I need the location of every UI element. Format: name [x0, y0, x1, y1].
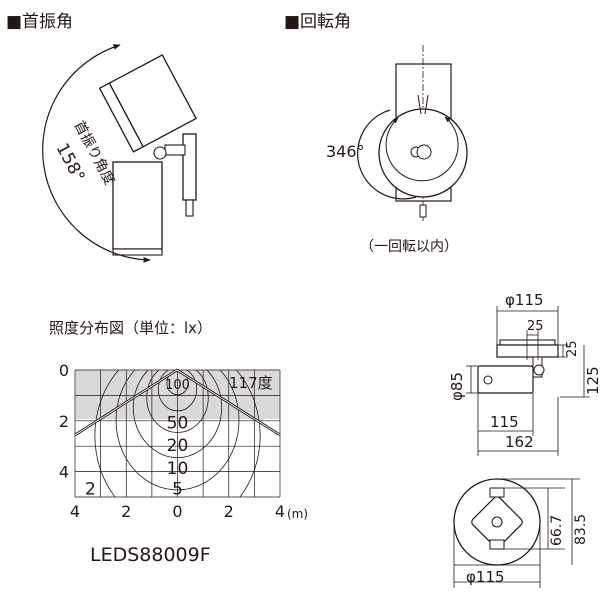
dim-lamp-diameter: φ85 [448, 372, 466, 401]
lamp-head-lowered [112, 161, 163, 250]
isolux-label: 5 [172, 479, 183, 499]
dim-diameter-bottom: φ115 [466, 568, 505, 586]
stop-mark-right [424, 94, 429, 115]
arm [164, 144, 186, 156]
dim-total-height: 125 [584, 366, 600, 395]
beam-angle-label: 117度 [229, 374, 273, 392]
isolux-label: 10 [167, 459, 189, 479]
dim-base-height: 25 [565, 340, 580, 357]
side-dimension-drawing: φ115 25 25 125 φ85 115 162 [448, 291, 600, 456]
isolux-contours [94, 370, 261, 497]
x-tick-label: 2 [224, 502, 234, 521]
chart-grid [74, 369, 281, 498]
dim-total-length: 162 [505, 433, 534, 451]
isolux-contour-2 [94, 370, 261, 497]
isolux-contour-50 [157, 370, 198, 412]
mount-base [496, 344, 559, 358]
isolux-label: 20 [167, 436, 189, 456]
screw-top [489, 487, 505, 498]
disc-rim [357, 109, 417, 200]
front-dimension-lines [453, 478, 580, 588]
isolux-label-group: 100 50 20 105 2 [85, 378, 190, 499]
dimension-lines [466, 306, 590, 456]
wall-plate [182, 133, 197, 201]
y-tick-label: 2 [59, 412, 69, 431]
dim-lamp-length: 115 [490, 413, 519, 431]
y-tick-label: 0 [59, 361, 69, 380]
mount-bracket-top [499, 339, 556, 346]
x-tick-label: 2 [121, 502, 131, 521]
x-tick-label: 4 [275, 502, 285, 521]
cable-outlet [185, 199, 194, 217]
dim-diameter-top: φ115 [505, 291, 544, 309]
front-dimension-drawing: 66.7 83.5 φ115 [453, 478, 589, 588]
cable-stub [419, 204, 427, 218]
x-tick-label: 4 [70, 502, 80, 521]
lamp-lens-side [483, 375, 493, 385]
x-axis-ticks: 4 2 0 2 4 [70, 502, 285, 521]
dim-arm-width: 25 [527, 319, 544, 334]
model-number: LEDS88009F [90, 544, 211, 566]
pivot-side [533, 364, 545, 376]
lamp-lens [112, 248, 163, 256]
chart-title: 照度分布図（単位：lx） [49, 319, 212, 337]
center-hole [491, 516, 503, 528]
y-axis-ticks: 0 2 4 [59, 361, 69, 482]
y-tick-label: 4 [59, 463, 69, 482]
isolux-label: 2 [85, 479, 96, 499]
isolux-contour-5 [115, 370, 240, 491]
dim-66-7: 66.7 [549, 515, 565, 546]
rotation-angle-title: ■回転角 [284, 12, 351, 32]
isolux-label: 100 [165, 378, 190, 393]
x-axis-unit: (m) [287, 507, 308, 521]
beam-angle-line-highlight [74, 369, 281, 436]
pivot-joint [153, 146, 167, 160]
isolux-contour-10 [132, 370, 223, 458]
screw-center [416, 144, 432, 160]
x-tick-label: 0 [172, 502, 182, 521]
screw-bottom [489, 539, 505, 550]
rotation-angle-value: 346° [326, 142, 365, 161]
rotation-angle-section: ■回転角 346° （一回転以内） [284, 12, 468, 255]
stop-mark-left [417, 94, 422, 115]
rotation-note: （一回転以内） [360, 239, 458, 255]
rotation-arc [385, 116, 459, 182]
isolux-label: 50 [167, 413, 189, 433]
swing-angle-title: ■首振角 [6, 12, 73, 32]
swing-arc [42, 44, 151, 263]
lamp-head-raised [98, 54, 197, 153]
lamp-body-side [477, 365, 534, 394]
isolux-contour-20 [146, 370, 209, 433]
dim-83-5: 83.5 [573, 514, 589, 545]
swing-angle-section: ■首振角 首振り角度 158° [6, 12, 197, 263]
